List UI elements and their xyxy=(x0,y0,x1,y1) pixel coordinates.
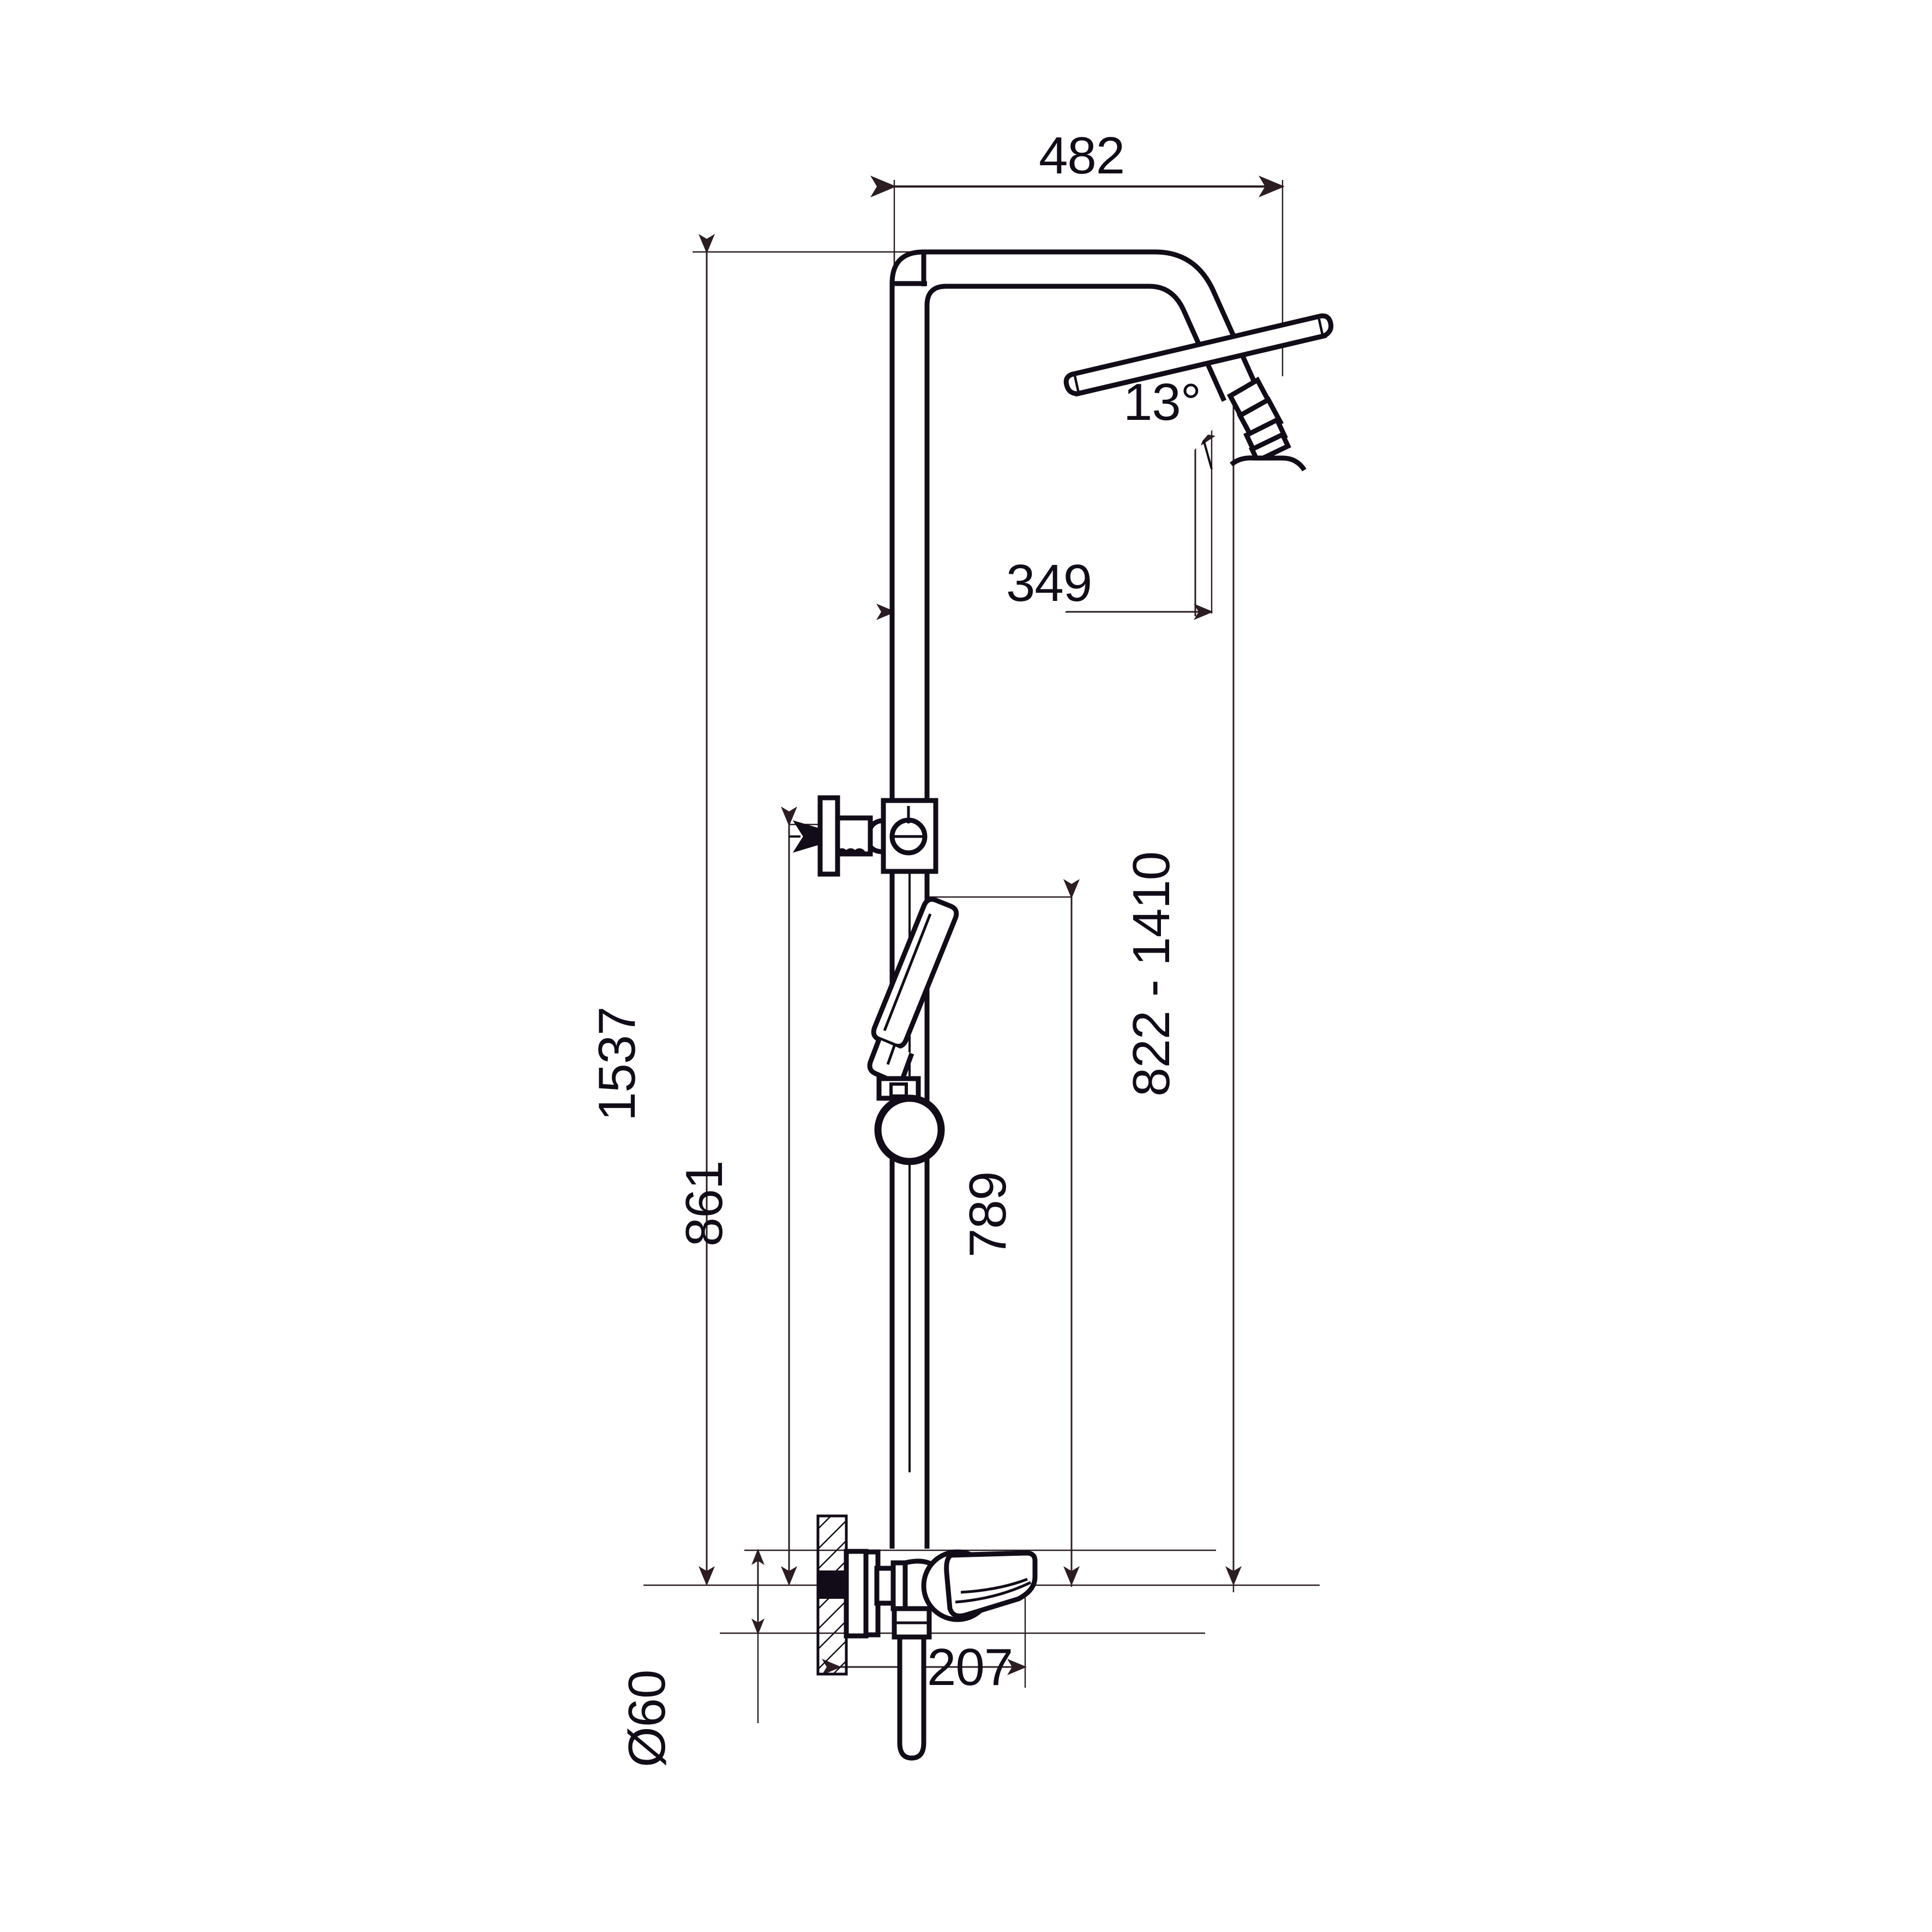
rail-bracket xyxy=(789,795,938,877)
dimension-label-482: 482 xyxy=(1039,127,1125,185)
slider-ring xyxy=(874,1094,945,1165)
dimension-label-1537: 1537 xyxy=(588,1007,646,1121)
hose-outlet xyxy=(892,1606,932,1761)
dimension-label-207: 207 xyxy=(927,1638,1013,1696)
mixer-lever xyxy=(944,1550,1038,1618)
ball-joint xyxy=(1226,376,1307,472)
dimension-label-13-degrees: 13° xyxy=(1123,373,1201,431)
dimension-label-789: 789 xyxy=(959,1171,1017,1257)
dimension-label-349: 349 xyxy=(1006,554,1092,612)
dimension-label-flange-diameter: Ø60 xyxy=(618,1670,676,1767)
dimension-label-861: 861 xyxy=(675,1160,733,1247)
dimension-flange-ticks xyxy=(700,1521,796,1586)
wall-flange xyxy=(818,1549,881,1639)
hand-shower xyxy=(867,896,959,1101)
rain-shower-head xyxy=(1063,313,1334,397)
shower-arm xyxy=(889,249,1257,796)
dimension-label-822-1410: 822 - 1410 xyxy=(1122,851,1181,1097)
